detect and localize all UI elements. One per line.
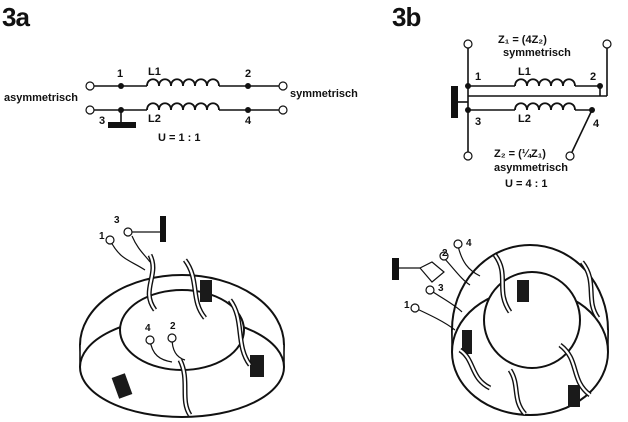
label-terminal-3-3a: 3 <box>99 115 106 127</box>
toroid-terminal-2-3a: 2 <box>170 321 176 332</box>
label-terminal-3-3b: 3 <box>475 116 482 128</box>
schematic-3b <box>451 39 612 161</box>
label-terminal-2-3b: 2 <box>590 71 597 83</box>
ratio-3b: U = 4 : 1 <box>505 178 548 190</box>
figure-3b-label: 3b <box>392 2 421 32</box>
label-terminal-1-3a: 1 <box>117 68 124 80</box>
figure-3a-label: 3a <box>2 2 30 32</box>
toroid-terminal-3-3b: 3 <box>438 283 444 294</box>
label-symmetrisch-3a: symmetrisch <box>290 88 358 100</box>
terminal-3a-left-top <box>85 81 95 91</box>
z-bottom-line2-3b: asymmetrisch <box>494 162 568 174</box>
toroid-terminal-3-3a: 3 <box>114 215 120 226</box>
inductor-l1-3a <box>146 78 220 87</box>
toroid-terminal-4-3b: 4 <box>466 238 472 249</box>
label-terminal-4-3a: 4 <box>245 115 252 127</box>
toroid-terminal-1-3b: 1 <box>404 300 410 311</box>
terminal-3a-right-top <box>278 81 288 91</box>
label-l1-3a: L1 <box>148 66 161 78</box>
terminal-3a-left-bottom <box>85 105 95 115</box>
inductor-l1-3b <box>514 78 576 87</box>
ratio-3a: U = 1 : 1 <box>158 132 201 144</box>
toroid-terminal-2-3b: 2 <box>442 248 448 259</box>
label-terminal-2-3a: 2 <box>245 68 252 80</box>
z-bottom-line1-3b: Z₂ = (¼Z₁) <box>494 148 546 160</box>
inductor-l2-3a <box>146 102 220 111</box>
ground-symbol-3a <box>108 122 136 128</box>
ground-symbol-3b <box>451 86 458 118</box>
label-l1-3b: L1 <box>518 66 531 78</box>
inductor-l2-3b <box>514 102 576 111</box>
terminal-3a-right-bottom <box>278 105 288 115</box>
label-l2-3a: L2 <box>148 113 161 125</box>
schematic-3a <box>85 78 288 128</box>
z-top-line2-3b: symmetrisch <box>503 47 571 59</box>
label-terminal-1-3b: 1 <box>475 71 482 83</box>
label-l2-3b: L2 <box>518 113 531 125</box>
toroid-3b <box>392 239 609 416</box>
toroid-terminal-1-3a: 1 <box>99 231 105 242</box>
z-top-line1-3b: Z₁ = (4Z₂) <box>498 34 547 46</box>
toroid-3a <box>79 216 285 418</box>
toroid-terminal-4-3a: 4 <box>145 323 151 334</box>
label-terminal-4-3b: 4 <box>593 118 600 130</box>
label-asymmetrisch-3a: asymmetrisch <box>4 92 78 104</box>
